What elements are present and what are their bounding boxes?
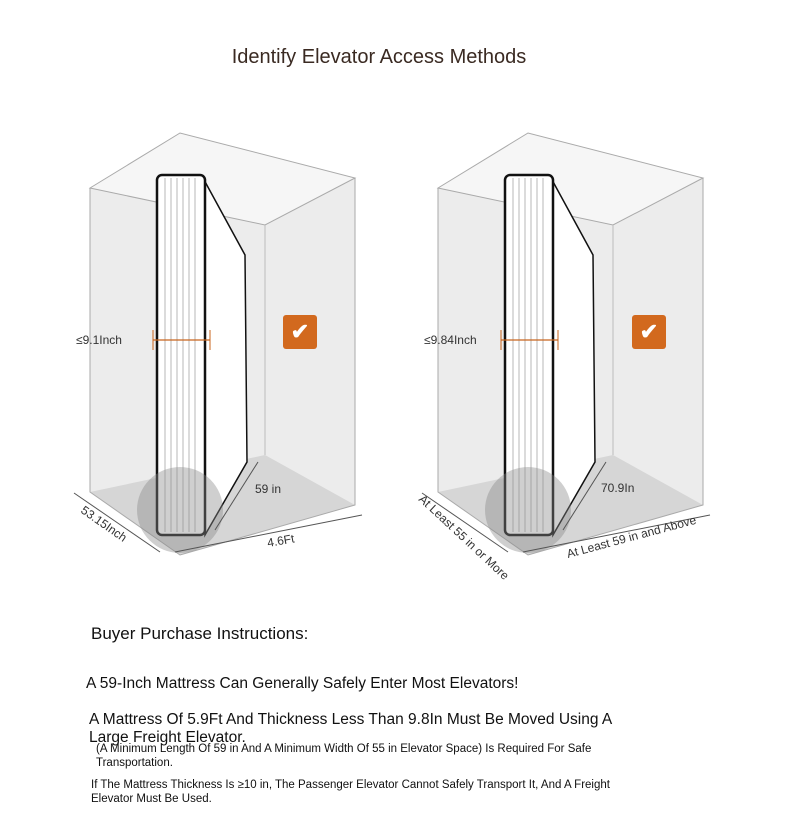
instructions-heading: Buyer Purchase Instructions: [91, 624, 309, 643]
thickness-label-right: ≤9.84Inch [424, 333, 477, 347]
check-icon: ✔ [283, 315, 317, 349]
instruction-line-3: (A Minimum Length Of 59 in And A Minimum… [96, 743, 592, 769]
width-label-left: 4.6Ft [266, 531, 296, 550]
page-title: Identify Elevator Access Methods [231, 46, 527, 68]
thickness-label-left: ≤9.1Inch [76, 333, 122, 347]
instruction-line-4: If The Mattress Thickness Is ≥10 in, The… [91, 779, 610, 805]
check-icon: ✔ [632, 315, 666, 349]
instruction-line-1: A 59-Inch Mattress Can Generally Safely … [86, 675, 519, 692]
height-label-left: 59 in [255, 482, 281, 496]
elevator-diagrams: ≤9.1Inch 59 in 53.15Inch 4.6Ft ≤9.84Inch… [72, 131, 712, 583]
height-label-right: 70.9In [601, 481, 634, 495]
instruction-line-2: A Mattress Of 5.9Ft And Thickness Less T… [89, 711, 612, 746]
